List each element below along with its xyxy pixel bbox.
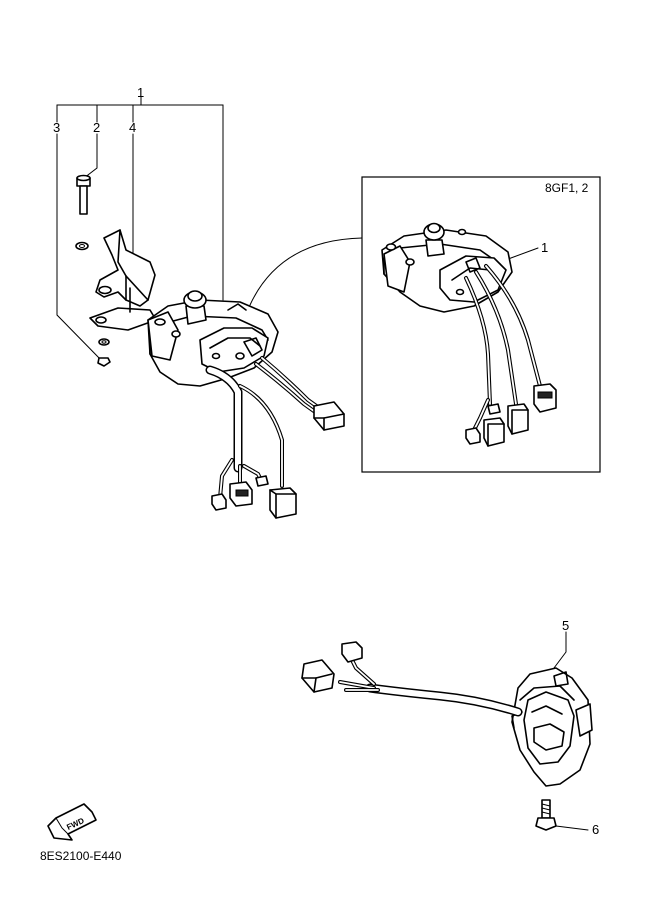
callout-5: 5 bbox=[562, 618, 569, 633]
callout-3: 3 bbox=[53, 120, 60, 135]
inset-connectors bbox=[465, 383, 557, 447]
main-wire-harness bbox=[205, 356, 324, 500]
callout-6: 6 bbox=[592, 822, 599, 837]
inset-pointer-arc bbox=[249, 237, 363, 306]
callout-4: 4 bbox=[129, 120, 136, 135]
bracket bbox=[89, 229, 157, 331]
inset-box bbox=[361, 176, 601, 473]
diagram-code: 8ES2100-E440 bbox=[40, 849, 122, 863]
screw-6 bbox=[535, 799, 557, 831]
main-connectors bbox=[211, 401, 345, 519]
leader-5 bbox=[553, 631, 567, 669]
callout-2: 2 bbox=[93, 120, 100, 135]
handlebar-switch-left bbox=[511, 667, 593, 787]
fwd-arrow-icon: FWD bbox=[47, 803, 97, 841]
inset-wire-harness bbox=[464, 264, 542, 432]
inset-callout-1: 1 bbox=[541, 240, 548, 255]
left-connectors bbox=[301, 641, 363, 693]
leader-6 bbox=[555, 825, 589, 831]
callout-1: 1 bbox=[137, 85, 144, 100]
bolt-assembly bbox=[75, 174, 111, 367]
left-wire-harness bbox=[338, 658, 523, 717]
inset-model-label: 8GF1, 2 bbox=[545, 181, 589, 195]
